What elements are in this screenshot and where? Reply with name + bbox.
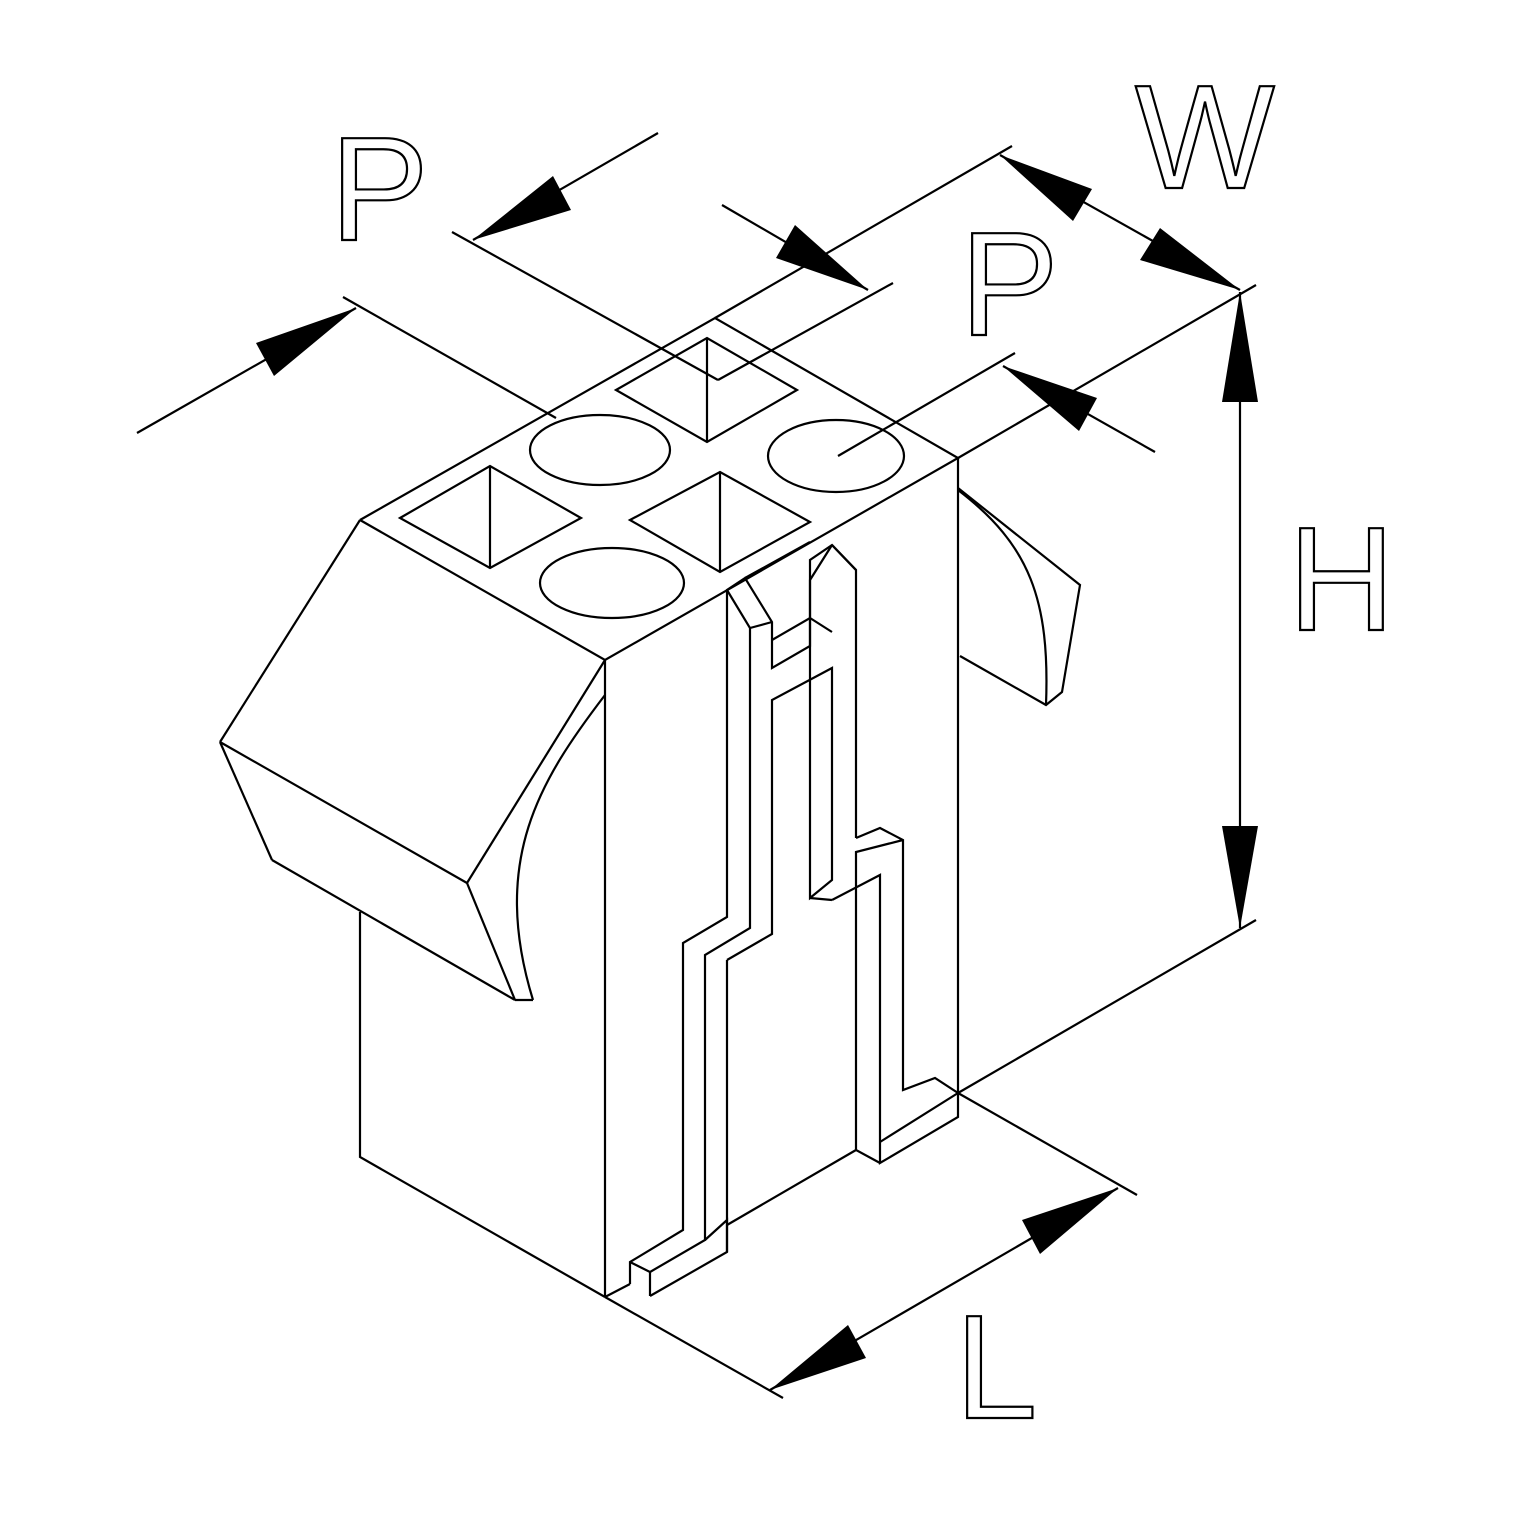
arrowhead: [770, 1325, 866, 1390]
body-left-face: [358, 912, 606, 1298]
dimension-length: [604, 1092, 1138, 1399]
cavities: [397, 336, 906, 620]
dimension-pitch-left: [136, 296, 557, 434]
label-length: L: [955, 1285, 1037, 1450]
arrowhead: [1222, 826, 1258, 928]
arrowhead: [1222, 292, 1258, 402]
right-latch: [957, 487, 1082, 707]
arrowhead: [1022, 1188, 1118, 1254]
arrowhead: [1000, 155, 1092, 221]
dimension-width: [714, 145, 1241, 319]
arrowhead: [473, 176, 571, 240]
round-cavity: [538, 546, 686, 620]
round-cavity: [528, 413, 672, 487]
arrowhead: [256, 308, 356, 376]
left-latch: [218, 519, 606, 1002]
dimension-pitch-top: [451, 132, 894, 381]
front-slot-ribs: [628, 541, 961, 1297]
label-pitch-right: P: [960, 202, 1059, 367]
connector-body: [218, 316, 1082, 1298]
dimension-pitch-right: [837, 352, 1156, 457]
square-cavity: [613, 336, 800, 444]
dimensions: [136, 132, 1258, 1399]
label-pitch-left: P: [330, 107, 429, 272]
square-cavity: [627, 470, 813, 574]
dimension-height: [957, 284, 1258, 1094]
arrowhead: [1003, 366, 1097, 431]
arrowhead: [776, 225, 868, 290]
labels: P P W H L: [329, 54, 1396, 1451]
label-width: W: [1135, 55, 1275, 220]
arrowhead: [1140, 228, 1240, 290]
square-cavity: [397, 464, 584, 570]
round-cavity: [766, 418, 906, 494]
label-height: H: [1288, 497, 1395, 662]
